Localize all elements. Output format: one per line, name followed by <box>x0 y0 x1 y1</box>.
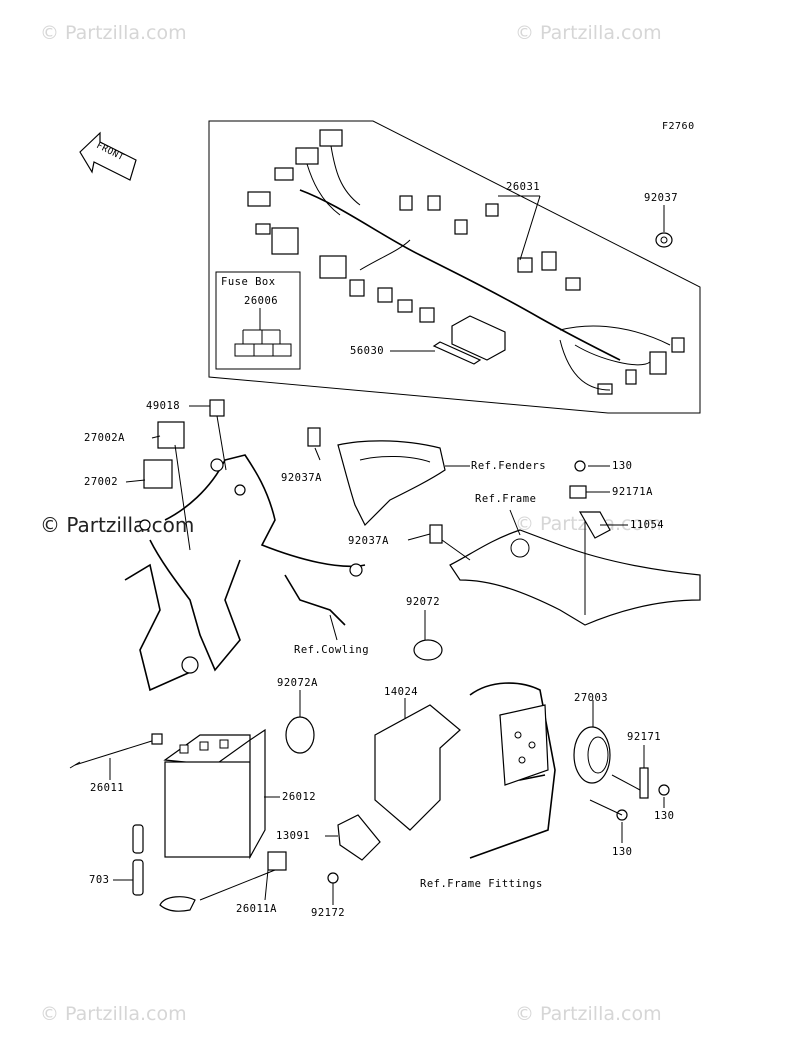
label-14024: 14024 <box>384 686 419 698</box>
label-92172: 92172 <box>311 907 346 919</box>
leader-lines <box>109 195 665 905</box>
control-unit-56030 <box>432 315 506 365</box>
label-92037A-lower: 92037A <box>348 535 389 547</box>
watermark-top-right: © Partzilla.com <box>515 22 662 44</box>
label-ref-fenders: Ref.Fenders <box>471 460 547 472</box>
figure-id: F2760 <box>662 121 695 132</box>
label-11054: 11054 <box>630 519 665 531</box>
label-13091: 13091 <box>276 830 311 842</box>
horn-27003 <box>573 726 611 784</box>
relay-49018 <box>209 399 225 417</box>
band-92072 <box>413 639 443 661</box>
clamp-92037 <box>655 232 673 248</box>
cover-703-upper <box>132 824 144 854</box>
bolt-130-right <box>658 784 670 796</box>
label-26012: 26012 <box>282 791 317 803</box>
relay-27002A <box>157 421 185 449</box>
label-26011: 26011 <box>90 782 125 794</box>
cable-26011 <box>69 733 163 769</box>
harness-panel-outline <box>208 120 701 414</box>
label-49018: 49018 <box>146 400 181 412</box>
front-arrow-icon <box>79 131 137 181</box>
frame-tube <box>449 520 701 626</box>
label-ref-frame-fittings: Ref.Frame Fittings <box>420 878 543 890</box>
stay-92171 <box>639 767 649 799</box>
label-56030: 56030 <box>350 345 385 357</box>
watermark-top-left: © Partzilla.com <box>40 22 187 44</box>
label-130-lower: 130 <box>612 846 633 858</box>
battery-26012 <box>163 728 266 860</box>
bracket-11054 <box>578 511 611 539</box>
label-92072: 92072 <box>406 596 441 608</box>
label-26006: 26006 <box>244 295 279 307</box>
clip-92037A-upper <box>307 427 321 447</box>
watermark-center: © Partzilla.com <box>40 513 195 537</box>
label-92171: 92171 <box>627 731 662 743</box>
main-harness-26031 <box>247 129 685 395</box>
fusebox-inset <box>215 271 301 370</box>
fusebox-title: Fuse Box <box>221 276 276 288</box>
clip-92037A-lower <box>429 524 443 544</box>
frame-fittings <box>469 682 556 859</box>
cover-703-lower <box>132 859 144 896</box>
label-26011A: 26011A <box>236 903 277 915</box>
label-92171A: 92171A <box>612 486 653 498</box>
label-92037A-upper: 92037A <box>281 472 322 484</box>
label-703: 703 <box>89 874 110 886</box>
label-92037: 92037 <box>644 192 679 204</box>
bracket-13091 <box>337 814 381 861</box>
label-92072A: 92072A <box>277 677 318 689</box>
label-27002: 27002 <box>84 476 119 488</box>
fender-piece <box>337 440 446 527</box>
clamp-92171A <box>569 485 587 499</box>
label-27002A: 27002A <box>84 432 125 444</box>
bolt-92172 <box>327 872 339 884</box>
watermark-bottom-left: © Partzilla.com <box>40 1003 187 1025</box>
label-ref-cowling: Ref.Cowling <box>294 644 370 656</box>
label-ref-frame: Ref.Frame <box>475 493 537 505</box>
relay-27002 <box>143 459 173 489</box>
label-26031: 26031 <box>506 181 541 193</box>
band-92072A <box>285 716 315 754</box>
watermark-bottom-right: © Partzilla.com <box>515 1003 662 1025</box>
bracket-14024 <box>374 704 461 831</box>
label-27003: 27003 <box>574 692 609 704</box>
cable-26011A <box>159 851 287 912</box>
frame-bracket-assembly <box>124 454 366 692</box>
label-130-right: 130 <box>654 810 675 822</box>
bolt-130-upper <box>574 460 586 472</box>
label-130-upper: 130 <box>612 460 633 472</box>
